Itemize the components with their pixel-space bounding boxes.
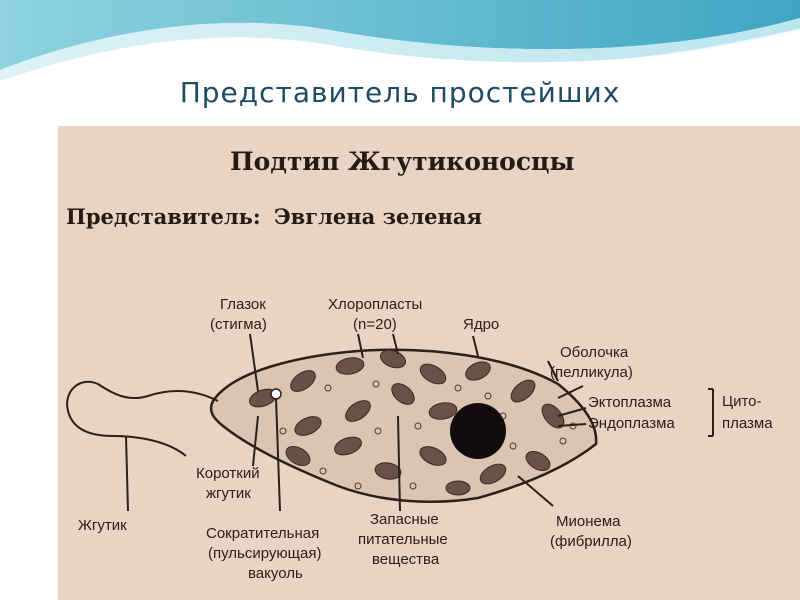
flagellum: [66, 381, 219, 457]
subheading-label: Представитель:: [66, 204, 261, 229]
label-reserve-2: питательные: [358, 531, 448, 548]
euglena-cell: [209, 348, 598, 504]
euglena-diagram: Подтип Жгутиконосцы Представитель: Эвгле…: [66, 147, 773, 582]
slide-title: Представитель простейших: [179, 76, 621, 109]
diagram-panel: Подтип Жгутиконосцы Представитель: Эвгле…: [58, 126, 800, 600]
diagram-heading: Подтип Жгутиконосцы: [230, 147, 575, 176]
label-cytoplasm-1: Цито-: [722, 393, 762, 410]
label-short-flagellum: Короткий: [196, 465, 260, 482]
svg-text:Представитель: Эвглена з: Представитель: Эвглена зеленая: [66, 204, 482, 229]
stigma: [270, 388, 282, 400]
subheading-name: Эвглена зеленая: [274, 204, 482, 229]
label-vacuole-1: Сократительная: [206, 525, 319, 542]
label-ectoplasm: Эктоплазма: [588, 394, 672, 411]
label-reserve-1: Запасные: [370, 511, 439, 528]
label-reserve-3: вещества: [372, 551, 440, 568]
label-chloroplasts: Хлоропласты: [328, 296, 422, 313]
label-glazok-sub: (стигма): [210, 316, 267, 333]
pointer-lines: [125, 333, 714, 512]
label-short-flagellum-sub: жгутик: [206, 485, 251, 502]
label-flagellum: Жгутик: [78, 517, 127, 534]
label-vacuole-2: (пульсирующая): [208, 545, 321, 562]
label-pellicle: Оболочка: [560, 344, 629, 361]
label-endoplasm: Эндоплазма: [588, 415, 675, 432]
label-nucleus: Ядро: [463, 316, 499, 333]
label-glazok: Глазок: [220, 296, 266, 313]
label-pellicle-sub: (пелликула): [550, 364, 633, 381]
label-myoneme: Мионема: [556, 513, 621, 530]
label-vacuole-3: вакуоль: [248, 565, 303, 582]
label-chloroplasts-sub: (n=20): [353, 316, 397, 333]
labels: Глазок (стигма) Хлоропласты (n=20) Ядро …: [78, 296, 773, 582]
nucleus: [450, 403, 506, 459]
label-myoneme-sub: (фибрилла): [550, 533, 632, 550]
label-cytoplasm-2: плазма: [722, 415, 773, 432]
